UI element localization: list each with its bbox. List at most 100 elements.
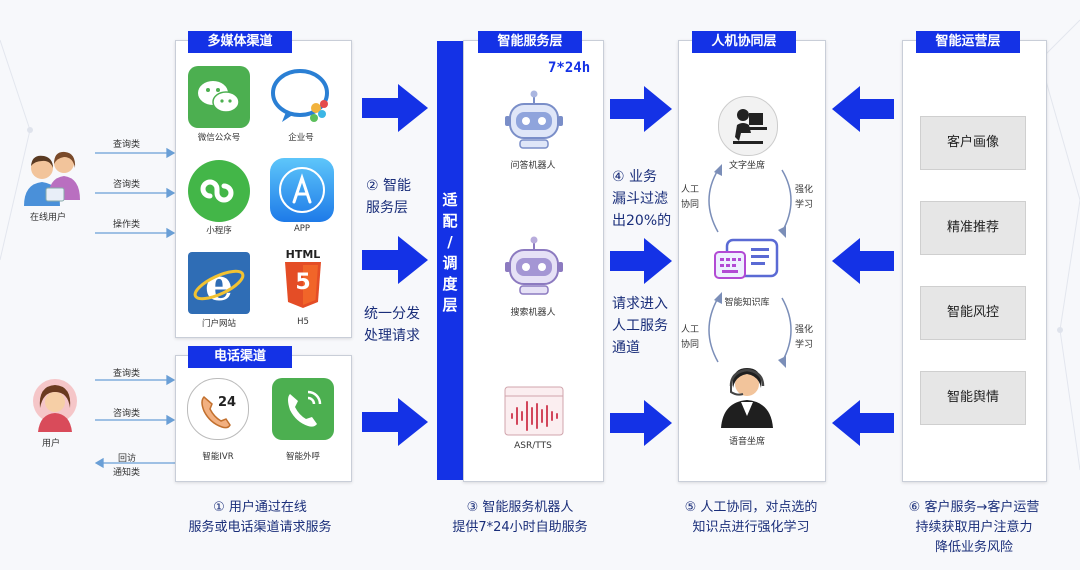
- funnel-line3: 出20%的: [612, 213, 672, 229]
- web-portal-icon[interactable]: e: [188, 252, 250, 314]
- dispatch-layer-text: 适 配 / 调 度 层: [437, 190, 463, 316]
- footer-note-6-line2: 持续获取用户注意力: [915, 520, 1033, 535]
- knowledge-base-icon: [713, 238, 781, 288]
- operation-title: 智能运营层: [916, 31, 1020, 53]
- funnel-line1: ④ 业务: [612, 169, 658, 185]
- asr-tts-label: ASR/TTS: [514, 441, 552, 451]
- search-bot-label: 搜索机器人: [510, 308, 556, 318]
- dispatch-char-1: 适: [442, 191, 458, 209]
- dispatch-char-4: 调: [442, 254, 458, 272]
- unified-line2: 处理请求: [364, 328, 420, 344]
- footer-note-6-line3: 降低业务风险: [934, 540, 1013, 555]
- h5-label: H5: [297, 317, 309, 327]
- html5-badge-text: HTML: [285, 248, 321, 261]
- collab-cycle-arrows: [708, 164, 792, 368]
- arrow-to-collab-2: [610, 238, 672, 284]
- knowledge-base-label: 智能知识库: [724, 298, 770, 308]
- arrow-to-collab-1: [610, 86, 672, 132]
- enterprise-wechat-label: 企业号: [288, 133, 314, 143]
- dispatch-layer-bar: [437, 41, 463, 480]
- dispatch-char-6: 层: [442, 296, 458, 314]
- right-label-top-1: 强化: [795, 185, 814, 195]
- app-label: APP: [293, 224, 311, 234]
- web-portal-label: 门户网站: [201, 319, 236, 329]
- voice-agent-label: 语音坐席: [728, 437, 765, 447]
- footer-note-1-line1: ① 用户通过在线: [213, 500, 307, 515]
- note-2-line1: ② 智能: [366, 178, 412, 194]
- arrow-from-ops-3: [832, 400, 894, 446]
- request-type-consult: 咨询类: [113, 180, 141, 190]
- right-label-bottom-2: 学习: [795, 340, 814, 350]
- voice-agent-icon: [717, 362, 777, 428]
- footer-note-5-line1: ⑤ 人工协同，对点选的: [684, 500, 818, 515]
- html5-number: 5: [295, 270, 311, 295]
- svg-text:e: e: [205, 260, 233, 311]
- callback-label-1: 回访: [118, 454, 137, 464]
- request-type-operate: 操作类: [113, 220, 141, 230]
- outbound-call-label: 智能外呼: [285, 452, 320, 462]
- text-agent-label: 文字坐席: [728, 161, 765, 171]
- smart-service-title: 智能服务层: [478, 31, 582, 53]
- footer-note-6-line1: ⑥ 客户服务→客户运营: [908, 500, 1040, 515]
- phone-channel-title: 电话渠道: [188, 346, 292, 368]
- outbound-call-icon[interactable]: [272, 378, 334, 440]
- html5-icon[interactable]: HTML 5: [278, 248, 328, 314]
- op-risk-control[interactable]: 智能风控: [920, 286, 1026, 340]
- ivr-24-badge: 24: [218, 395, 237, 410]
- asr-tts-icon: [504, 386, 564, 436]
- phone-request-consult: 咨询类: [113, 409, 141, 419]
- dispatch-char-5: 度: [442, 275, 458, 293]
- online-user-label: 在线用户: [30, 213, 67, 223]
- funnel-line2: 漏斗过滤: [612, 191, 668, 207]
- funnel-line4: 请求进入: [612, 296, 668, 312]
- left-label-bottom-1: 人工: [681, 325, 700, 335]
- arrow-to-dispatch-1: [362, 84, 428, 132]
- left-label-top-2: 协同: [681, 200, 700, 210]
- callback-label-2: 通知类: [113, 468, 141, 478]
- footer-note-3-line2: 提供7*24小时自助服务: [452, 520, 588, 535]
- op-customer-profile[interactable]: 客户画像: [920, 116, 1026, 170]
- left-label-bottom-2: 协同: [681, 340, 700, 350]
- ivr-label: 智能IVR: [202, 452, 234, 462]
- right-label-bottom-1: 强化: [795, 325, 814, 335]
- arrow-to-dispatch-2: [362, 236, 428, 284]
- op-precision-recommend[interactable]: 精准推荐: [920, 201, 1026, 255]
- collab-title: 人机协同层: [692, 31, 796, 53]
- phone-request-query: 查询类: [113, 369, 141, 379]
- arrow-from-ops-1: [832, 86, 894, 132]
- left-label-top-1: 人工: [681, 185, 700, 195]
- funnel-line6: 通道: [612, 340, 640, 356]
- wechat-label: 微信公众号: [197, 133, 241, 143]
- qa-bot-icon: [505, 90, 563, 149]
- app-icon[interactable]: [270, 158, 334, 222]
- op-public-opinion[interactable]: 智能舆情: [920, 371, 1026, 425]
- footer-note-1-line2: 服务或电话渠道请求服务: [188, 520, 332, 535]
- right-label-top-2: 学习: [795, 200, 814, 210]
- text-agent-icon: [718, 96, 778, 156]
- ivr-icon[interactable]: 24: [187, 378, 249, 440]
- unified-line1: 统一分发: [364, 306, 420, 322]
- phone-user-label: 用户: [42, 439, 61, 449]
- online-request-arrows: [95, 147, 175, 239]
- wechat-icon[interactable]: [188, 66, 250, 128]
- request-type-query: 查询类: [113, 140, 141, 150]
- qa-bot-label: 问答机器人: [510, 161, 556, 171]
- search-bot-icon: [505, 236, 563, 295]
- footer-note-3-line1: ③ 智能服务机器人: [466, 500, 574, 515]
- dispatch-char-2: 配: [442, 212, 458, 230]
- dispatch-char-3: /: [447, 233, 453, 251]
- footer-note-5-line2: 知识点进行强化学习: [692, 520, 810, 535]
- arrow-to-dispatch-3: [362, 398, 428, 446]
- phone-user-icon: [33, 379, 77, 432]
- service-hours: 7*24h: [548, 60, 591, 76]
- arrow-from-ops-2: [832, 238, 894, 284]
- arrow-to-collab-3: [610, 400, 672, 446]
- mini-program-icon[interactable]: [188, 160, 250, 222]
- online-users-icon: [24, 151, 80, 206]
- note-2-line2: 服务层: [366, 200, 408, 216]
- mini-program-label: 小程序: [206, 226, 232, 236]
- multimedia-channel-title: 多媒体渠道: [188, 31, 292, 53]
- phone-request-arrows: [95, 374, 175, 469]
- funnel-line5: 人工服务: [612, 318, 668, 334]
- enterprise-wechat-icon[interactable]: [268, 64, 334, 130]
